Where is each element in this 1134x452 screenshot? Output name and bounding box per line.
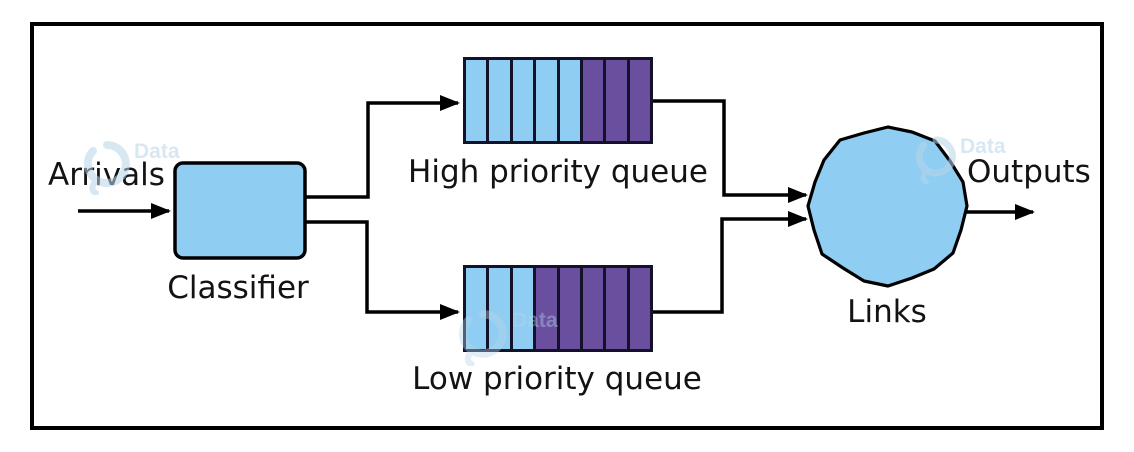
queue-cell-blue	[559, 60, 583, 141]
classifier-to-high-queue-arrow	[305, 95, 460, 199]
queue-cell-purple	[559, 268, 583, 349]
queue-cell-blue	[489, 60, 513, 141]
low-priority-queue-label: Low priority queue	[412, 361, 702, 397]
high-priority-queue-label: High priority queue	[408, 154, 708, 190]
arrivals-label: Arrivals	[48, 157, 165, 193]
queue-cell-purple	[606, 268, 630, 349]
high-queue-to-links-arrow	[653, 99, 808, 203]
links-label: Links	[847, 294, 927, 330]
low-priority-queue	[463, 265, 653, 352]
queue-cell-purple	[536, 268, 560, 349]
classifier-to-low-queue-arrow	[305, 220, 460, 320]
queue-cell-blue	[466, 60, 490, 141]
classifier-label: Classifier	[167, 270, 309, 306]
queue-cell-blue	[512, 268, 537, 349]
queue-cell-blue	[466, 268, 490, 349]
high-priority-queue	[463, 57, 653, 144]
outputs-label: Outputs	[967, 154, 1091, 190]
queue-cell-purple	[629, 268, 650, 349]
queue-cell-blue	[512, 60, 537, 141]
queue-cell-purple	[582, 60, 607, 141]
queue-cell-blue	[536, 60, 560, 141]
links-circle	[806, 125, 969, 288]
queue-cell-purple	[606, 60, 630, 141]
queue-cell-purple	[629, 60, 650, 141]
queue-cell-purple	[582, 268, 607, 349]
classifier-box	[173, 161, 307, 260]
queue-cell-blue	[489, 268, 513, 349]
low-queue-to-links-arrow	[653, 211, 808, 314]
